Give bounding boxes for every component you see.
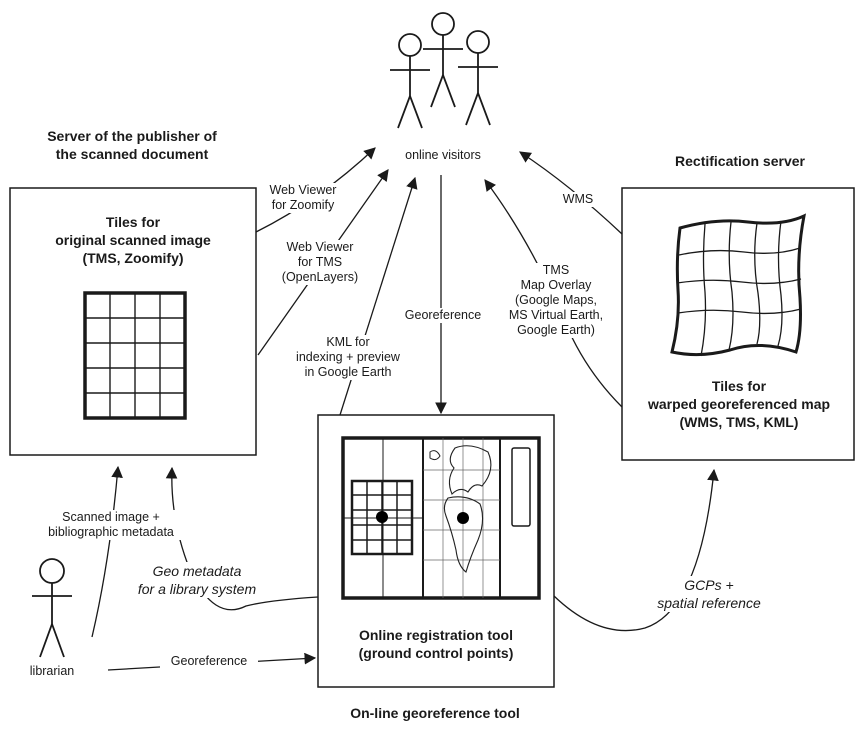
librarian-label: librarian (29, 664, 75, 678)
registration-tool-title: Online registration tool (ground control… (358, 627, 514, 661)
person-icon (390, 33, 430, 129)
original-tiles-title: Tiles for original scanned image (TMS, Z… (55, 214, 211, 266)
edge-label-scanned-image: Scanned image + bibliographic metadata (40, 510, 182, 540)
edge-label-georeference-librarian: Georeference (160, 654, 258, 669)
edge-label-tms-viewer: Web Viewer for TMS (OpenLayers) (270, 240, 370, 285)
original-tiles-grid (83, 291, 187, 420)
edge-label-kml: KML for indexing + preview in Google Ear… (284, 335, 412, 380)
edge-label-zoomify: Web Viewer for Zoomify (258, 183, 348, 213)
edge-label-geo-metadata: Geo metadata for a library system (122, 562, 272, 598)
person-icon (423, 12, 463, 108)
arrow-scanned-image (91, 465, 123, 638)
control-point-marker (376, 511, 388, 523)
world-map-icon (423, 438, 500, 598)
person-icon (458, 30, 498, 126)
librarian-figure (32, 558, 72, 658)
warped-tiles-title: Tiles for warped georeferenced map (WMS,… (647, 378, 831, 430)
arrow-wms (519, 151, 623, 235)
arrow-gcps (553, 468, 719, 632)
heading-georeference-tool: On-line georeference tool (350, 705, 520, 721)
warped-map-grid (670, 213, 807, 357)
publisher-server-box (9, 187, 257, 456)
edge-label-wms: WMS (556, 192, 600, 207)
visitors-label: online visitors (405, 148, 481, 162)
edge-label-tms-overlay: TMS Map Overlay (Google Maps, MS Virtual… (500, 263, 612, 338)
edge-label-georeference: Georeference (397, 308, 489, 323)
heading-rectification-server: Rectification server (675, 153, 805, 169)
scanned-grid-icon (350, 479, 414, 556)
visitors-figure (390, 12, 498, 129)
edge-label-gcps: GCPs + spatial reference (650, 576, 768, 612)
rectification-server-box (621, 187, 855, 461)
heading-publisher-server: Server of the publisher of the scanned d… (47, 128, 217, 162)
control-point-marker (457, 512, 469, 524)
tool-screenshot (341, 436, 541, 600)
registration-tool-box (317, 414, 555, 688)
